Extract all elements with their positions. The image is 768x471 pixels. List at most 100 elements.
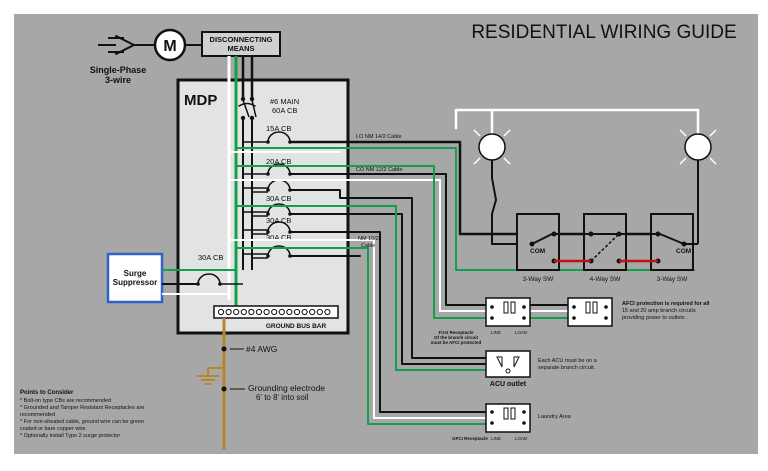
bus-screw-icon xyxy=(225,308,232,316)
afci-note-line1: AFCI protection is required for all xyxy=(622,301,710,307)
receptacle-terminal xyxy=(490,305,494,309)
service-type-label: Single-Phase xyxy=(90,65,147,75)
lo-cable-label: LO NM 14/2 Cable xyxy=(356,134,402,140)
surge-label-line1: Surge xyxy=(124,269,147,278)
breaker-contact xyxy=(251,99,257,118)
bus-screw-icon xyxy=(324,308,331,316)
load-terminal-label: LOAD xyxy=(515,436,528,441)
bus-screw-icon xyxy=(271,308,278,316)
switch-com-label: COM xyxy=(530,248,545,255)
breaker-label: 30A CB xyxy=(266,194,291,203)
disconnect-label-line2: MEANS xyxy=(227,44,254,53)
co-cable-label: CO NM 12/2 Cable xyxy=(356,167,402,173)
notes-item: * Grounded and Tamper Resistant Receptac… xyxy=(20,405,144,411)
downstream-wires xyxy=(530,304,568,319)
switch-terminal xyxy=(529,241,535,247)
service-entrance: M Single-Phase 3-wire xyxy=(90,28,202,85)
switch-crossover-icon xyxy=(590,233,620,262)
breaker-label: 15A CB xyxy=(266,124,291,133)
breaker-arc-icon xyxy=(267,163,291,175)
receptacle-terminal xyxy=(572,305,576,309)
light-fixture xyxy=(679,129,717,165)
meter-letter: M xyxy=(163,38,176,55)
bus-screw-icon xyxy=(217,308,225,316)
branch-breaker: 30A CB xyxy=(243,233,292,259)
grounding-electrode-system: #4 AWG Grounding electrode 6' to 8' into… xyxy=(197,318,325,450)
lamp-icon xyxy=(478,133,506,161)
nm-cable-label-line2: Cable xyxy=(361,243,375,249)
acu-hot-wire-2 xyxy=(289,213,487,365)
switch-toggle-icon xyxy=(531,233,553,245)
breaker-arc-icon xyxy=(238,102,256,107)
three-way-switch: COM 3-Way SW xyxy=(516,213,560,283)
lamp-ray xyxy=(679,157,687,165)
acu-outlet: ACU outlet xyxy=(485,350,531,388)
first-receptacle-note-line2: Of the branch circuit xyxy=(434,335,479,340)
surge-wiring xyxy=(162,269,236,295)
main-breaker-label-line2: 60A CB xyxy=(272,106,297,115)
acu-note-line2: separate branch circuit. xyxy=(538,365,596,371)
receptacle-terminal xyxy=(572,316,576,320)
bus-screw-icon xyxy=(309,308,316,316)
acu-slot-icon xyxy=(513,356,520,368)
electrode-label-line2: 6' to 8' into soil xyxy=(256,393,309,402)
disconnecting-means-box xyxy=(201,31,281,57)
notes-item: * Optionally install Type 2 surge protec… xyxy=(20,433,120,439)
switch-leg-wire xyxy=(491,159,533,245)
receptacle-neutral-wire xyxy=(228,179,487,312)
line-terminal-label: LINE xyxy=(491,436,501,441)
acu-ground-slot-icon xyxy=(505,368,511,374)
lamp-ray xyxy=(709,129,717,137)
receptacle-ground-wire xyxy=(235,165,487,319)
receptacle-terminal xyxy=(604,316,608,320)
bus-screw-icon xyxy=(233,308,240,316)
surge-suppressor-box xyxy=(106,252,164,304)
breaker-label: 30A CB xyxy=(198,253,223,262)
lamp-ray xyxy=(503,157,511,165)
breaker-terminal xyxy=(249,96,255,102)
receptacle-slot-icon xyxy=(503,407,509,420)
receptacle-slot-icon xyxy=(503,301,509,314)
switch-com-label: COM xyxy=(676,248,691,255)
breaker-arc-icon xyxy=(197,273,221,285)
ground-bus-screws xyxy=(217,308,331,316)
bus-screw-icon xyxy=(248,308,255,316)
laundry-circuit-wires xyxy=(228,231,487,425)
breaker-terminal xyxy=(266,140,270,144)
bus-screw-icon xyxy=(278,308,285,316)
notes-item: recommended xyxy=(20,412,55,418)
acu-slot-icon xyxy=(496,356,503,368)
breaker-arc-icon xyxy=(267,221,291,233)
awg-marker xyxy=(221,346,227,352)
lighting-ground-wire xyxy=(235,147,695,271)
lamp-ray xyxy=(709,157,717,165)
afci-first-receptacle: LINE LOAD First Receptacle Of the branch… xyxy=(431,297,531,345)
receptacle-terminal xyxy=(522,305,526,309)
breaker-label: 30A CB xyxy=(266,233,291,242)
receptacle-terminal xyxy=(490,410,494,414)
receptacle-terminal xyxy=(522,410,526,414)
receptacle-terminal xyxy=(490,316,494,320)
receptacle-slot-icon xyxy=(585,301,591,314)
first-receptacle-note-line3: must be AFCI protected xyxy=(431,340,482,345)
bus-screw-icon xyxy=(240,308,247,316)
lighting-neutral-return xyxy=(454,108,700,135)
light-fixture xyxy=(473,129,511,165)
branch-breaker: 30A CB xyxy=(243,194,292,217)
laundry-neutral-wire xyxy=(228,239,487,419)
lamp-ray xyxy=(679,129,687,137)
downstream-receptacle xyxy=(567,297,613,327)
notes-item: coated or bare copper wire. xyxy=(20,426,87,432)
load-terminal-label: LOAD xyxy=(515,330,528,335)
receptacle-slot-icon xyxy=(510,301,516,314)
bus-screw-icon xyxy=(255,308,263,316)
receptacle-slot-icon xyxy=(592,301,598,314)
panel-label: MDP xyxy=(184,92,217,109)
receptacle-terminal xyxy=(604,305,608,309)
surge-label-line2: Suppressor xyxy=(113,278,157,287)
bus-screw-icon xyxy=(293,308,301,316)
disconnect-label-line1: DISCONNECTING xyxy=(210,35,273,44)
notes-item: * Bolt-on type CBs are recommended xyxy=(20,398,111,404)
